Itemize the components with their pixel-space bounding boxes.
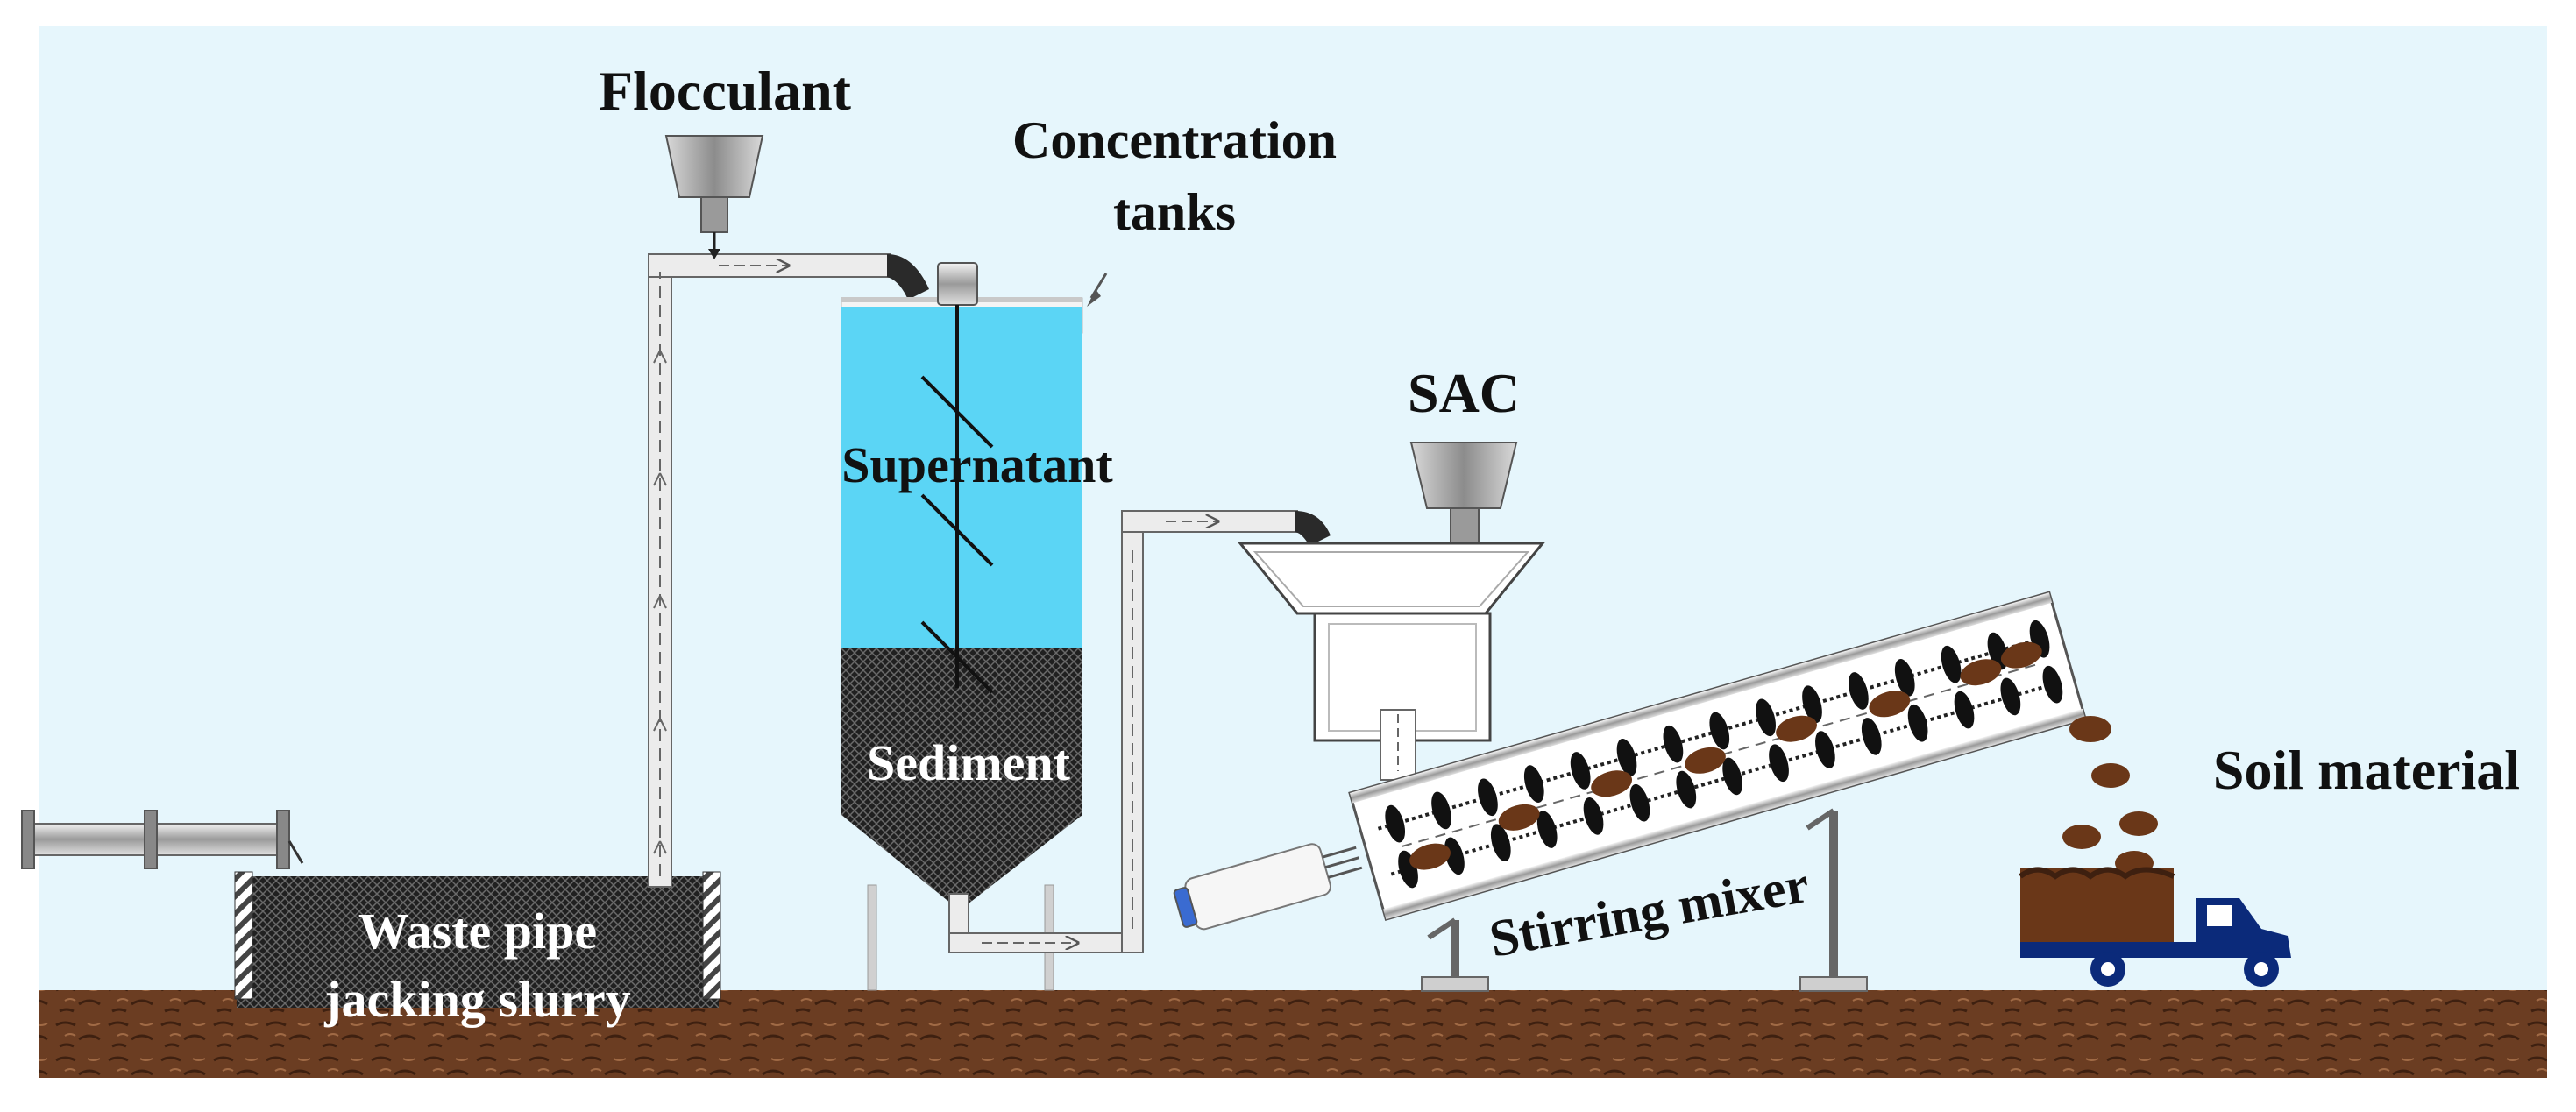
riser-pipe xyxy=(648,253,929,888)
sediment-label: Sediment xyxy=(867,734,1071,791)
sac-label: SAC xyxy=(1408,362,1520,424)
mixing-hopper xyxy=(1237,542,1546,781)
falling-soil xyxy=(2062,716,2158,875)
slurry-label-line2: jacking slurry xyxy=(323,971,631,1028)
truck-icon xyxy=(2019,867,2291,987)
soil-material-label: Soil material xyxy=(2213,739,2520,801)
mixer-stands xyxy=(1421,808,1868,992)
stirring-mixer xyxy=(1348,591,2088,922)
concentration-tanks-label-line1: Concentration xyxy=(1012,111,1337,169)
transfer-pipe xyxy=(948,510,1331,953)
sac-hopper xyxy=(1409,442,1518,570)
flocculant-label: Flocculant xyxy=(599,60,852,122)
slurry-label-line1: Waste pipe xyxy=(358,903,597,960)
slurry-pit xyxy=(234,871,721,1008)
supernatant-label: Supernatant xyxy=(841,436,1113,493)
concentration-tanks-label-line2: tanks xyxy=(1113,183,1236,241)
mixer-motor xyxy=(1173,843,1363,931)
inlet-pipe xyxy=(21,810,304,869)
flocculant-hopper xyxy=(664,135,764,259)
concentration-tank xyxy=(841,262,1108,991)
